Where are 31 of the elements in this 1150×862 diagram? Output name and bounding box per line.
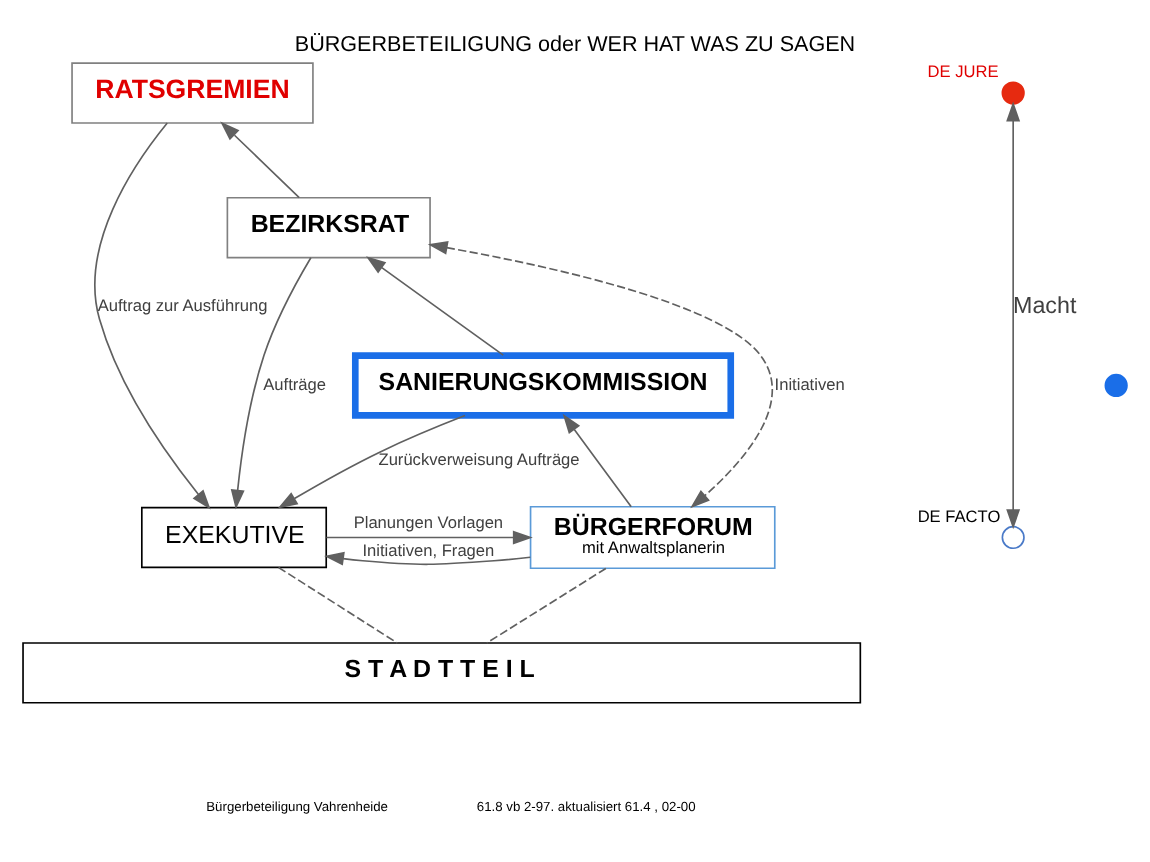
arrow <box>324 550 532 565</box>
edge-label: Macht <box>1013 291 1077 318</box>
arrow <box>562 412 633 507</box>
node-box: RATSGREMIEN <box>71 61 314 123</box>
arrow <box>325 529 533 544</box>
node-circle <box>1001 80 1025 104</box>
arrow <box>220 120 301 198</box>
connector <box>277 565 399 643</box>
edge-label: Initiativen <box>774 372 845 393</box>
node-box: BÜRGERFORUM mit Anwaltsplanerin <box>529 504 776 569</box>
arrow <box>1006 100 1021 529</box>
edge-label: Planungen Vorlagen <box>353 510 504 531</box>
arrow <box>277 413 466 508</box>
node-circle <box>1104 372 1128 397</box>
node-box: S T A D T T E I L <box>22 641 862 703</box>
diagram-title: BÜRGERBETEILIGUNG oder WER HAT WAS ZU SAGEN <box>294 31 856 56</box>
edge-label: Zurückverweisung Aufträge <box>378 448 580 469</box>
node-box: SANIERUNGSKOMMISSION <box>351 351 735 418</box>
node-box: EXEKUTIVE <box>141 505 328 568</box>
connector <box>486 566 607 643</box>
edge-label: Initiativen, Fragen <box>362 538 495 559</box>
arrow <box>94 121 211 509</box>
node-box: BEZIRKSRAT <box>226 195 431 258</box>
arrow <box>230 255 312 509</box>
edge-label: Auftrag zur Ausführung <box>97 293 268 314</box>
arrow <box>365 255 505 355</box>
node-label: DE JURE <box>927 60 999 81</box>
node-circle <box>1001 524 1025 549</box>
edge-label: Aufträge <box>263 372 327 393</box>
arrow <box>427 239 774 508</box>
node-label: DE FACTO <box>917 504 1001 525</box>
